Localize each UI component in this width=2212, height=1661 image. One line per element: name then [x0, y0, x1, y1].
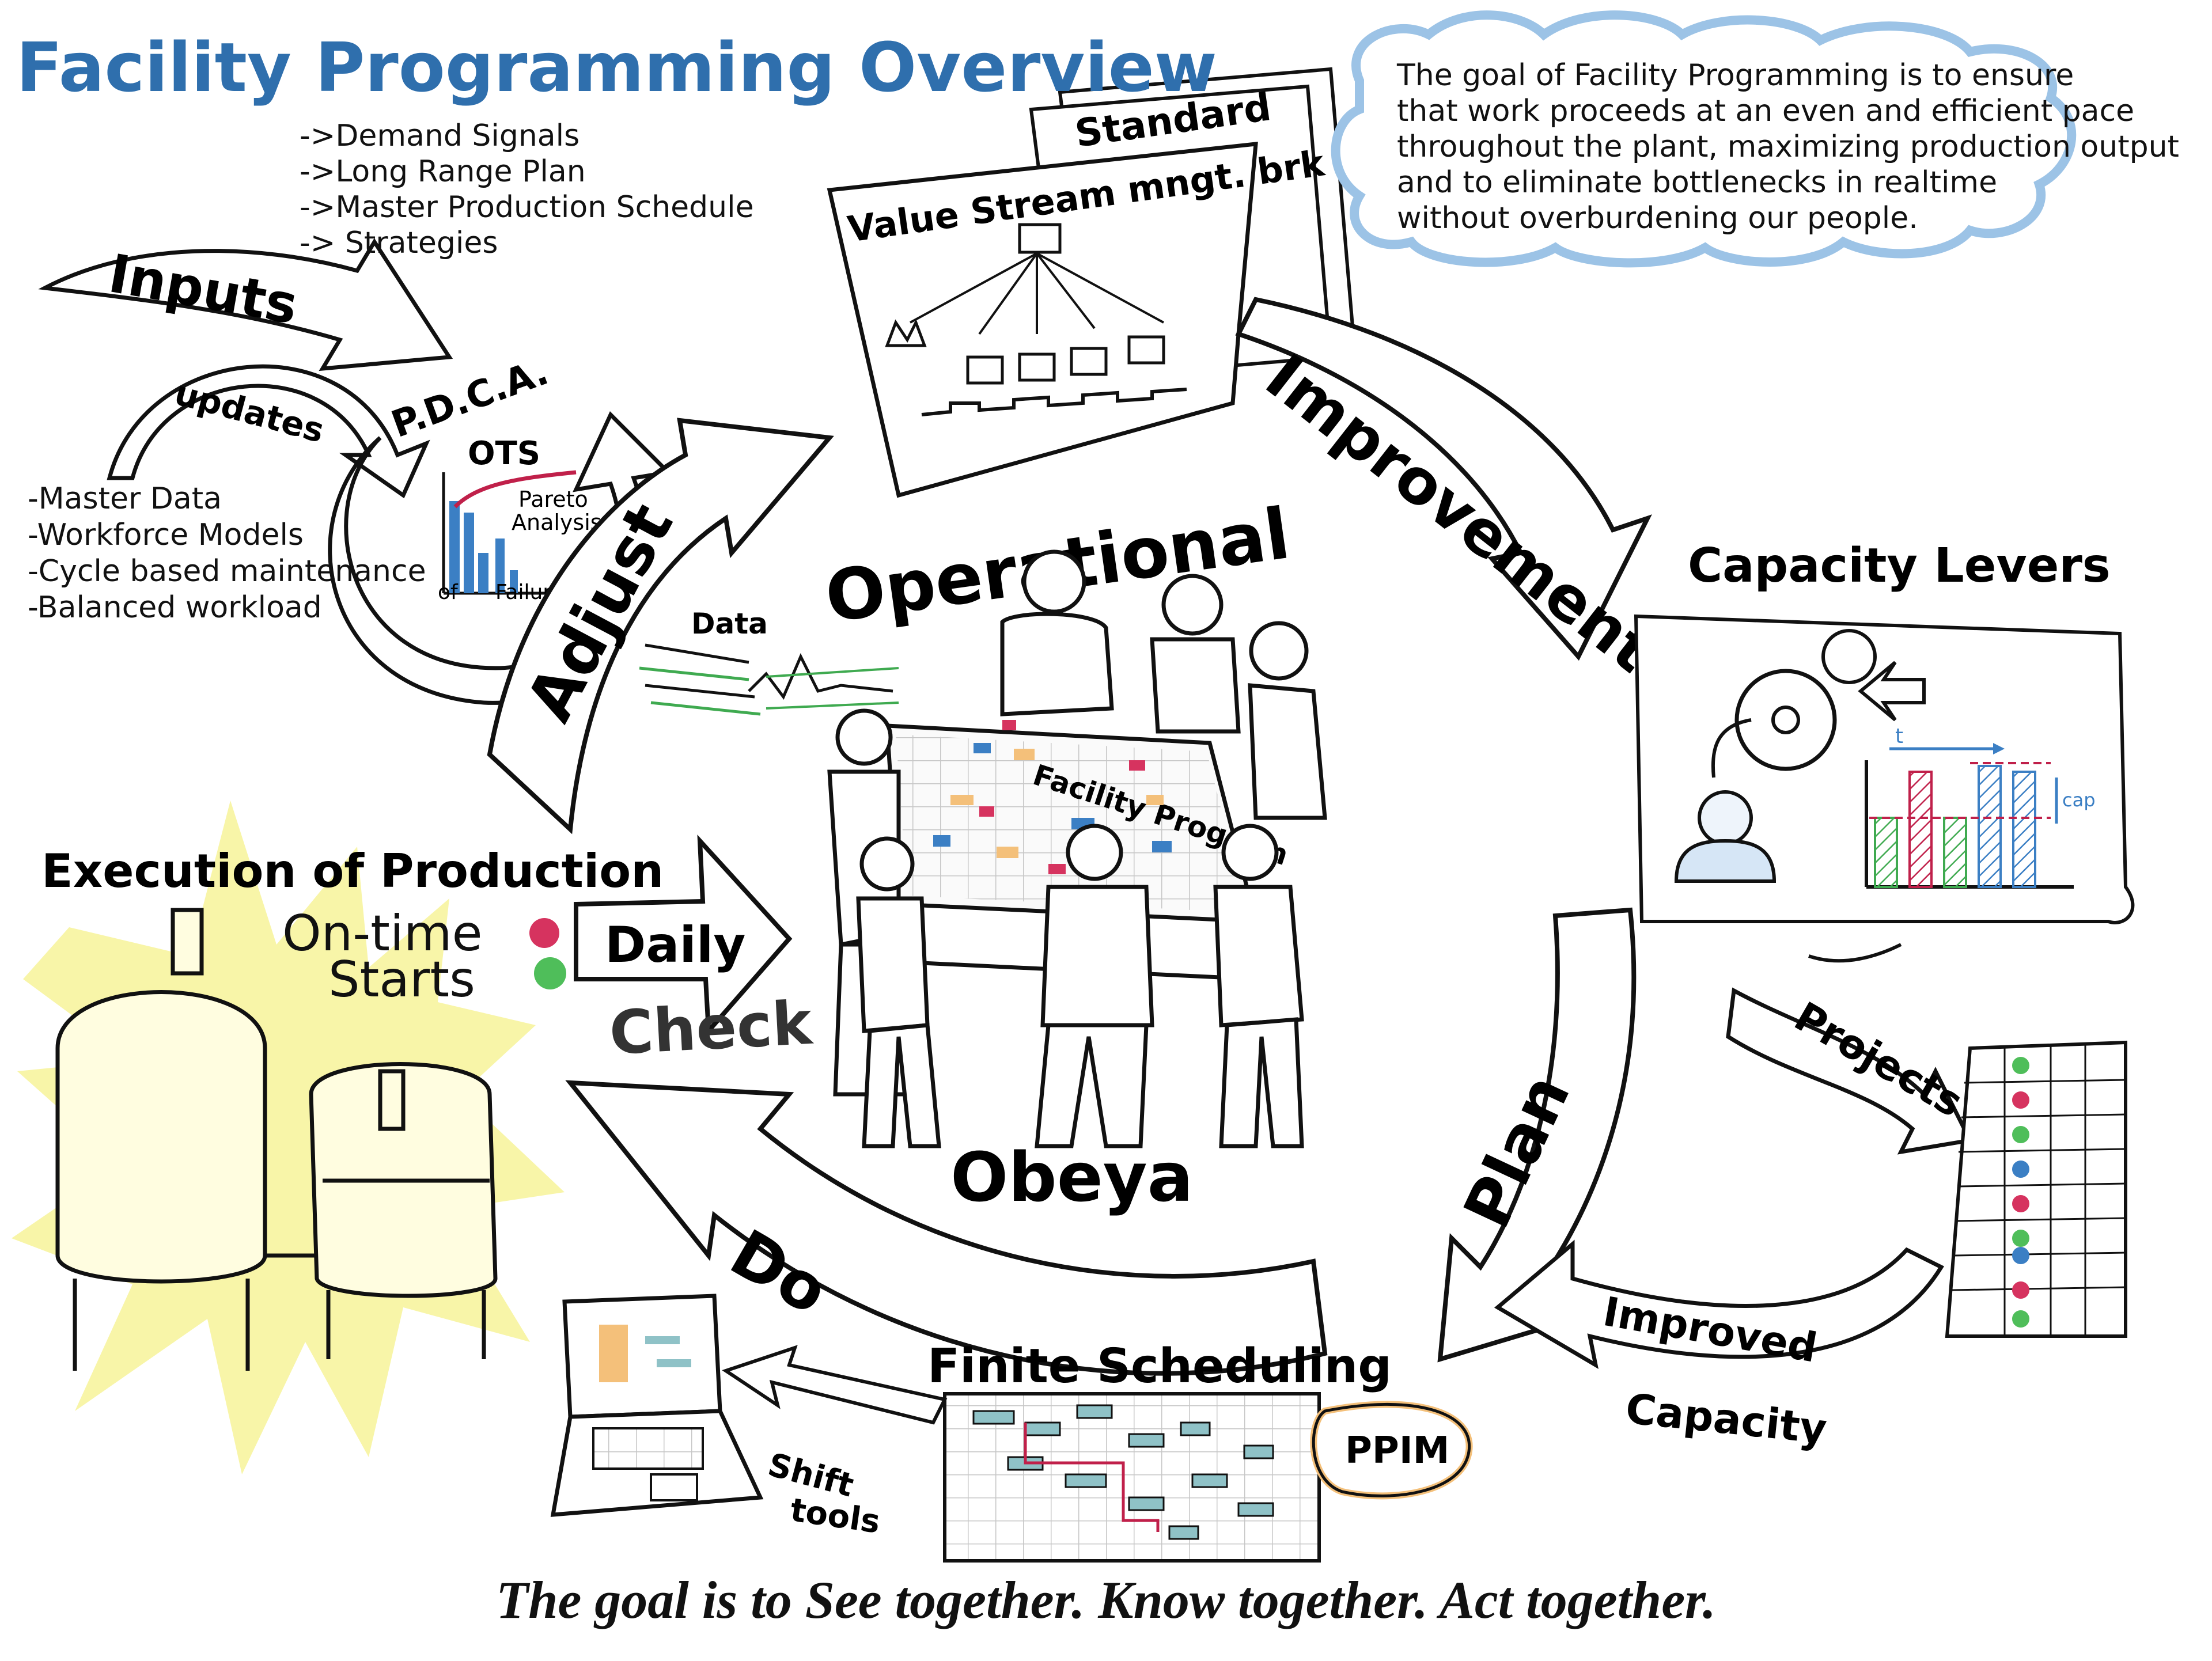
improved-label: Improved: [1600, 1288, 1820, 1372]
obeya-label: Obeya: [950, 1137, 1193, 1217]
inputs-arrow: Inputs: [38, 238, 453, 371]
status-dot: [2012, 1091, 2029, 1109]
daily-label: Daily: [605, 916, 745, 974]
vsm-board: Standard Value Stream mngt. brk: [827, 67, 1356, 498]
update-item: -Cycle based maintenance: [28, 554, 426, 589]
status-dot: [2012, 1247, 2029, 1264]
sticky-note: [974, 743, 991, 753]
goal-line: The goal of Facility Programming is to e…: [1397, 58, 2074, 93]
laptop-icon: [550, 1294, 764, 1517]
inputs-list: ->Demand Signals ->Long Range Plan ->Mas…: [300, 118, 754, 261]
page-title: Facility Programming Overview: [16, 28, 1217, 107]
status-dot: [2012, 1057, 2029, 1074]
sticky-note: [1152, 841, 1172, 852]
pareto-label-1: Pareto: [518, 487, 588, 512]
pareto-label-2: Analysis: [512, 510, 602, 535]
updates-arrow: [107, 364, 430, 499]
reactor-vessel-icon: [55, 908, 267, 1371]
goal-line: and to eliminate bottlenecks in realtime: [1397, 165, 1998, 200]
pareto-bar: [510, 570, 518, 593]
data-arrows: [639, 643, 899, 716]
sticky-note: [1048, 864, 1066, 874]
sticky-note: [997, 847, 1018, 858]
ontime-label: On-time: [282, 905, 483, 962]
glow-burst: [12, 801, 565, 1474]
status-dot: [2012, 1230, 2029, 1247]
lever-arrow-icon: [1858, 661, 1926, 722]
pdca-ring: [328, 411, 673, 705]
pareto-bar: [449, 501, 460, 593]
pareto-bar: [464, 513, 474, 593]
tools-label: tools: [788, 1491, 882, 1541]
update-item: -Balanced workload: [28, 590, 322, 625]
status-dot: [2012, 1281, 2029, 1299]
starts-label: Starts: [328, 951, 475, 1008]
goal-line: that work proceeds at an even and effici…: [1397, 94, 2135, 128]
improved-capacity-arrow: Improved Capacity: [1494, 1239, 1944, 1454]
red-status-dot: [529, 918, 559, 948]
sticky-note: [979, 806, 994, 817]
goal-statement: The goal of Facility Programming is to e…: [1397, 58, 2179, 236]
t-label: t: [1895, 725, 1903, 748]
status-dot: [2012, 1195, 2029, 1212]
pareto-bar: [478, 553, 488, 593]
sticky-note: [1146, 795, 1164, 805]
vsm-page: [827, 142, 1258, 498]
finite-scheduling-heading: Finite Scheduling: [927, 1339, 1392, 1394]
capacity-bar: [1874, 817, 1898, 888]
footer-tagline: The goal is to See together. Know togeth…: [496, 1571, 1716, 1629]
pareto-bar: [495, 539, 505, 593]
check-label: Check: [608, 988, 815, 1068]
mixer-tank-icon: [309, 1062, 498, 1359]
ots-chart-title: OTS: [468, 435, 540, 472]
obeya-people: [827, 549, 1327, 1148]
sticky-note: [933, 835, 950, 847]
projects-table: [1945, 1040, 2127, 1338]
cap-label: cap: [2062, 789, 2096, 811]
sticky-note: [1002, 720, 1016, 730]
critical-path: [1024, 1423, 1160, 1532]
gear-icon: [1821, 629, 1877, 684]
worker-icon: [1674, 790, 1777, 883]
status-dot: [2012, 1161, 2029, 1178]
shift-tools: Shift tools: [550, 1294, 948, 1541]
updates-list: -Master Data -Workforce Models -Cycle ba…: [28, 481, 426, 626]
capacity-bar: [1943, 817, 1967, 888]
data-label: Data: [691, 607, 768, 640]
obeya-illustration: Operational Data Facility Program: [639, 492, 1327, 1217]
pareto-line: [453, 470, 577, 509]
goal-cloud: [1331, 10, 2077, 268]
execution-panel: Execution of Production On-time Starts: [12, 801, 664, 1474]
status-dot: [2012, 1126, 2029, 1143]
goal-line: throughout the plant, maximizing product…: [1397, 130, 2179, 164]
axis-of-label: of: [438, 581, 459, 604]
capacity-bar: [1978, 765, 2002, 888]
green-status-dot: [534, 957, 566, 989]
input-item: ->Master Production Schedule: [300, 190, 754, 225]
input-item: ->Long Range Plan: [300, 154, 586, 189]
capacity-levers-heading: Capacity Levers: [1688, 539, 2111, 593]
daily-arrow: Daily: [574, 835, 793, 1037]
capacity-bar: [1908, 771, 1933, 888]
capacity-bar: [2012, 771, 2036, 888]
input-item: -> Strategies: [300, 226, 498, 260]
capacity-levers-panel: t cap: [1634, 614, 2135, 924]
execution-heading: Execution of Production: [41, 844, 664, 898]
pdca-label: P.D.C.A.: [386, 351, 554, 446]
status-dot: [2012, 1310, 2029, 1328]
adjust-arrow: Adjust: [487, 418, 834, 835]
ppim-label: PPIM: [1345, 1429, 1449, 1472]
update-item: -Workforce Models: [28, 518, 304, 552]
sticky-note: [950, 795, 974, 805]
update-item: -Master Data: [28, 481, 222, 516]
capacity-label: Capacity: [1623, 1384, 1829, 1453]
sticky-note: [1129, 760, 1145, 771]
sticky-note: [1014, 749, 1035, 760]
goal-line: without overburdening our people.: [1397, 201, 1918, 236]
input-item: ->Demand Signals: [300, 119, 580, 153]
finite-scheduling-board: Finite Scheduling PPIM: [927, 1339, 1473, 1563]
projects-arrow: Projects: [1726, 943, 1974, 1155]
